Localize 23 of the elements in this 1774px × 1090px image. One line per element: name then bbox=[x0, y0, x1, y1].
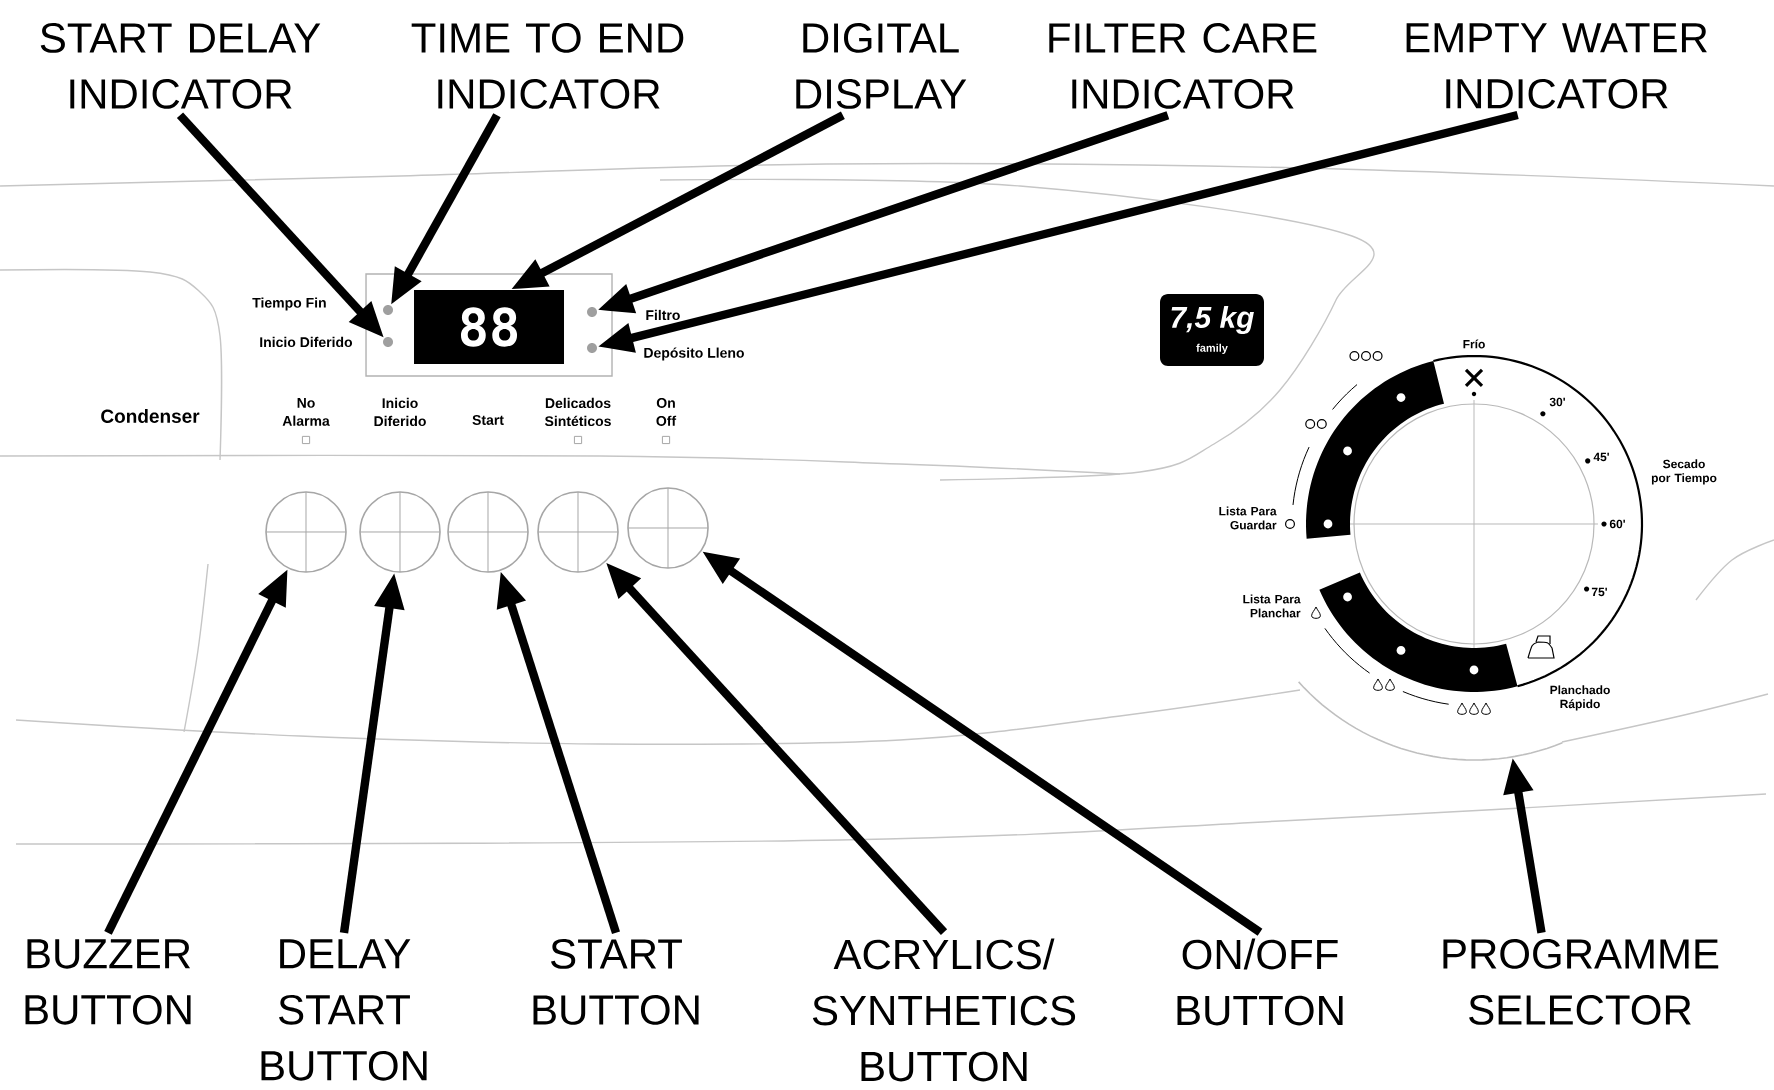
indicator-light bbox=[383, 337, 393, 347]
callout-label: START DELAY INDICATOR bbox=[40, 23, 321, 109]
callout-label: TIME TO END INDICATOR bbox=[411, 23, 684, 109]
push-button bbox=[359, 491, 441, 573]
callout-label: START BUTTON bbox=[533, 939, 699, 1025]
display-frame bbox=[365, 273, 613, 377]
push-button bbox=[447, 491, 529, 573]
digital-display: 88 bbox=[414, 290, 564, 364]
callout-label: EMPTY WATER INDICATOR bbox=[1406, 23, 1707, 109]
indicator-light bbox=[587, 307, 597, 317]
callout-label: DELAY START BUTTON bbox=[261, 939, 427, 1081]
push-button bbox=[265, 491, 347, 573]
push-button bbox=[627, 487, 709, 569]
callout-label: FILTER CARE INDICATOR bbox=[1049, 23, 1317, 109]
panel-label: Condenser bbox=[101, 409, 200, 423]
callout-label: ACRYLICS/ SYNTHETICS BUTTON bbox=[812, 938, 1076, 1082]
indicator-light bbox=[587, 343, 597, 353]
callout-label: BUZZER BUTTON bbox=[25, 939, 191, 1025]
callout-label: PROGRAMME SELECTOR bbox=[1443, 939, 1719, 1025]
indicator-light bbox=[383, 305, 393, 315]
callout-label: ON/OFF BUTTON bbox=[1177, 938, 1343, 1026]
push-button bbox=[537, 491, 619, 573]
callout-label: DIGITAL DISPLAY bbox=[796, 23, 967, 109]
